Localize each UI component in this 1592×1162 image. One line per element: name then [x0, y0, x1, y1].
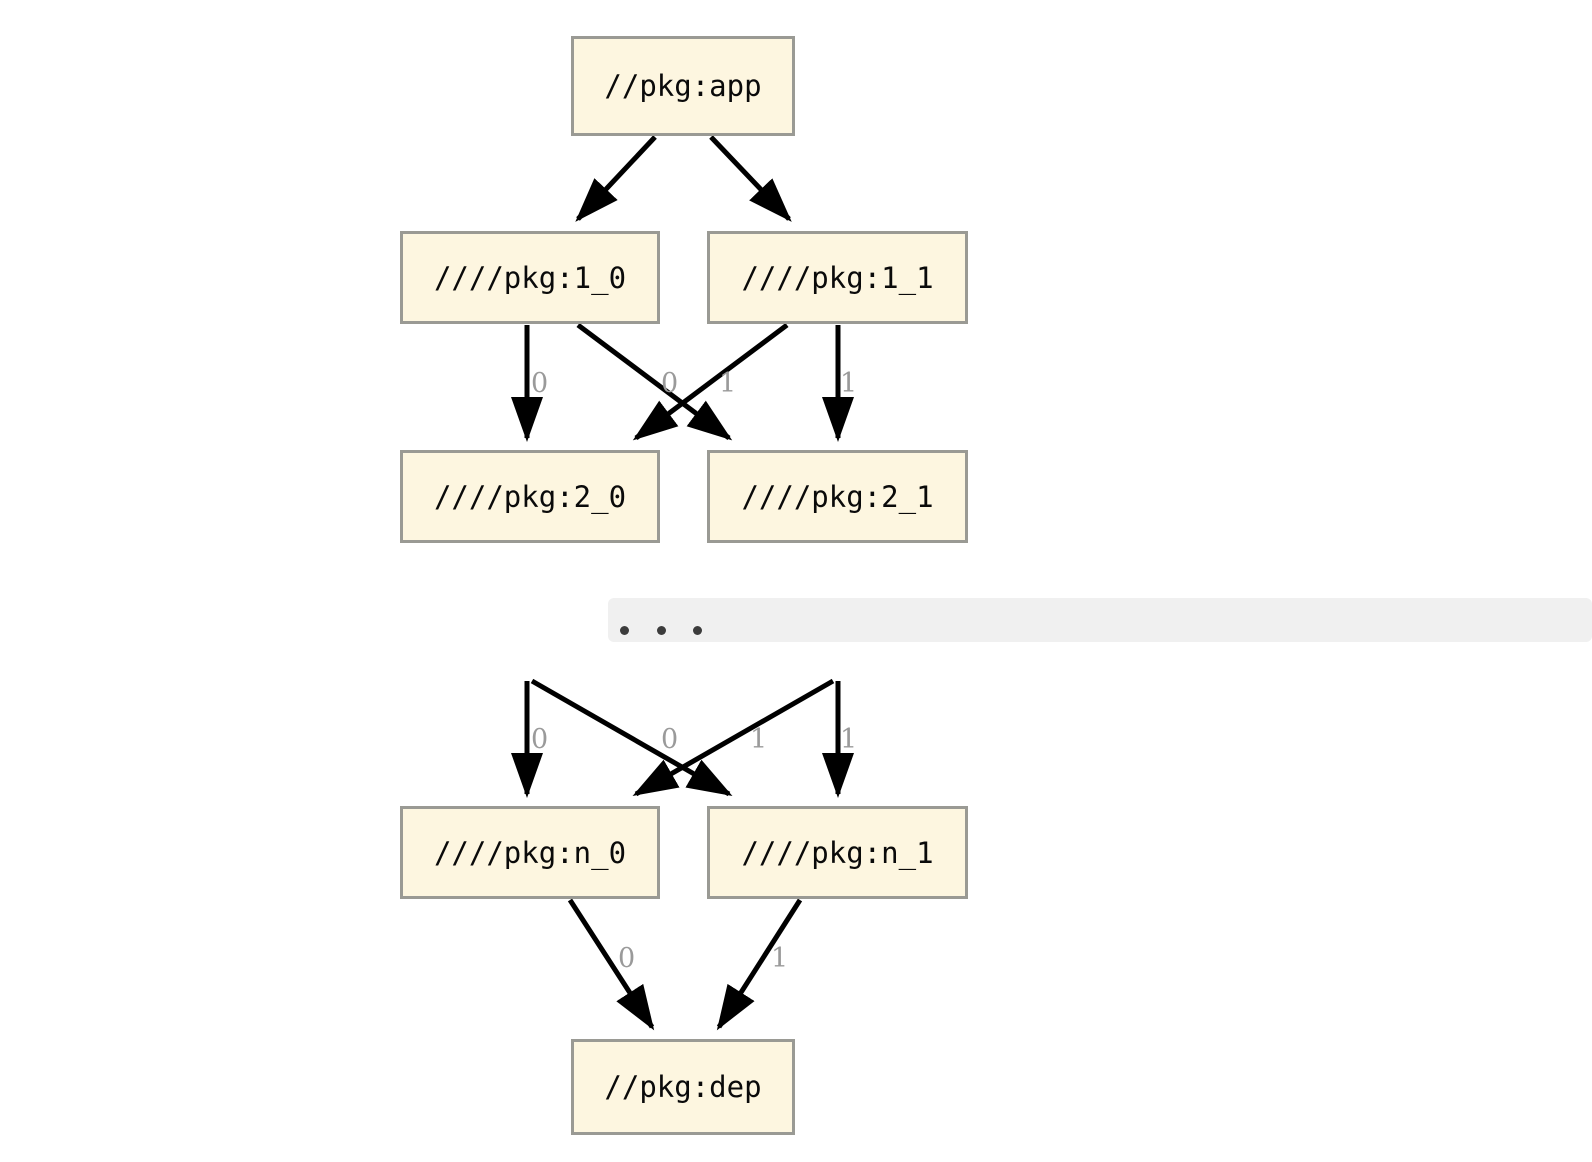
node-pkg-1-1[interactable]: ////pkg:1_1 — [707, 231, 968, 324]
node-label: //pkg:app — [604, 69, 762, 103]
edge-1_0-to-2_1 — [576, 322, 733, 441]
edge-label-elided-n_1: 0 — [661, 724, 679, 755]
node-label: ////pkg:1_1 — [741, 260, 934, 295]
edge-n_0-to-dep — [567, 898, 655, 1031]
edge-label-elided-n_0: 0 — [531, 724, 549, 755]
edge-elided-to-n_1 — [530, 678, 733, 797]
node-pkg-2-0[interactable]: ////pkg:2_0 — [400, 450, 660, 543]
node-label: ////pkg:n_1 — [741, 835, 934, 870]
edge-n_1-to-dep — [716, 898, 803, 1031]
node-pkg-1-0[interactable]: ////pkg:1_0 — [400, 231, 660, 324]
node-label: ////pkg:2_1 — [741, 479, 934, 514]
edge-label-elided-n_0-alt: 1 — [750, 724, 768, 755]
edge-label-n_1-dep: 1 — [771, 943, 789, 974]
node-label: //pkg:dep — [604, 1070, 762, 1104]
edge-elided-to-n_0-alt — [632, 678, 835, 797]
edge-label-1_0-2_0: 0 — [531, 368, 549, 399]
edge-app-to-1_0 — [575, 135, 657, 222]
edge-app-to-1_1 — [709, 135, 792, 222]
node-label: ////pkg:2_0 — [433, 479, 627, 514]
edge-label-elided-n_1-alt: 1 — [840, 724, 858, 755]
ellipsis-dot-1 — [620, 626, 629, 635]
ellipsis-dot-3 — [693, 626, 702, 635]
node-pkg-n-0[interactable]: ////pkg:n_0 — [400, 806, 660, 899]
edge-1_1-to-2_0 — [632, 322, 789, 441]
elided-subgraph-band — [608, 598, 1592, 642]
edge-label-1_1-2_1: 1 — [840, 368, 858, 399]
edge-label-n_0-dep: 0 — [618, 943, 636, 974]
node-pkg-n-1[interactable]: ////pkg:n_1 — [707, 806, 968, 899]
node-pkg-2-1[interactable]: ////pkg:2_1 — [707, 450, 968, 543]
edge-label-1_1-2_0: 1 — [719, 368, 737, 399]
node-pkg-dep[interactable]: //pkg:dep — [571, 1039, 795, 1135]
node-label: ////pkg:n_0 — [433, 835, 627, 870]
node-label: ////pkg:1_0 — [433, 260, 627, 295]
ellipsis-dot-2 — [657, 626, 666, 635]
node-pkg-app[interactable]: //pkg:app — [571, 36, 795, 136]
edge-label-1_0-2_1: 0 — [661, 368, 679, 399]
